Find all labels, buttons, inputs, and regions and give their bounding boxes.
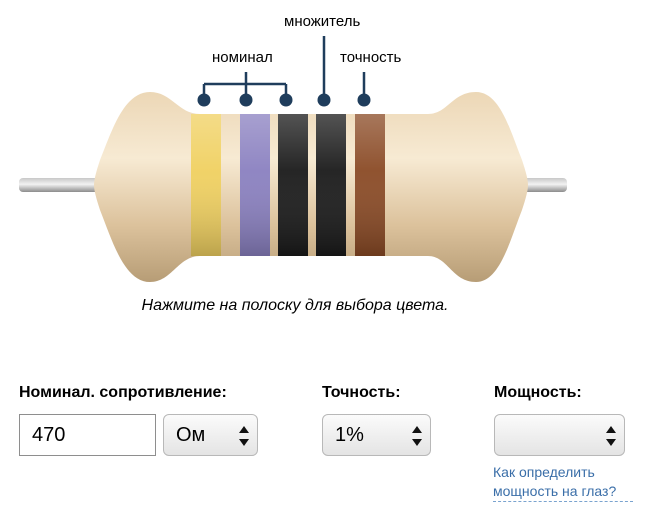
unit-select-value: Ом xyxy=(176,424,206,446)
tolerance-dot xyxy=(357,93,371,107)
left-lead xyxy=(19,178,104,192)
right-lead xyxy=(515,178,567,192)
tolerance-callout-label: точность xyxy=(340,49,402,66)
select-arrows-icon xyxy=(606,426,616,446)
multiplier-callout-label: множитель xyxy=(284,13,361,30)
band-nominal-digit-1[interactable] xyxy=(191,114,221,256)
nominal-callout-label: номинал xyxy=(212,49,273,66)
callout-markers xyxy=(197,36,371,107)
power-select[interactable] xyxy=(494,414,625,456)
unit-select[interactable]: Ом xyxy=(163,414,258,456)
resistance-input[interactable] xyxy=(19,414,156,456)
select-arrows-icon xyxy=(239,426,249,446)
select-arrows-icon xyxy=(412,426,422,446)
multiplier-dot xyxy=(317,93,331,107)
band-tolerance[interactable] xyxy=(355,114,385,256)
band-hint-text: Нажмите на полоску для выбора цвета. xyxy=(141,297,449,314)
resistor-diagram xyxy=(19,36,567,282)
band-nominal-digit-2[interactable] xyxy=(240,114,270,256)
color-bands xyxy=(191,114,385,256)
band-nominal-digit-3[interactable] xyxy=(278,114,308,256)
power-help-link[interactable]: Как определить мощность на глаз? xyxy=(493,463,633,502)
resistor-body xyxy=(94,92,528,282)
power-label: Мощность: xyxy=(494,384,582,401)
tolerance-label: Точность: xyxy=(322,384,401,401)
nominal-dot-2 xyxy=(239,93,253,107)
nominal-dot-3 xyxy=(279,93,293,107)
nominal-dot-1 xyxy=(197,93,211,107)
band-multiplier[interactable] xyxy=(316,114,346,256)
tolerance-select[interactable]: 1% xyxy=(322,414,431,456)
tolerance-select-value: 1% xyxy=(335,424,364,446)
resistance-label: Номинал. сопротивление: xyxy=(19,384,227,401)
